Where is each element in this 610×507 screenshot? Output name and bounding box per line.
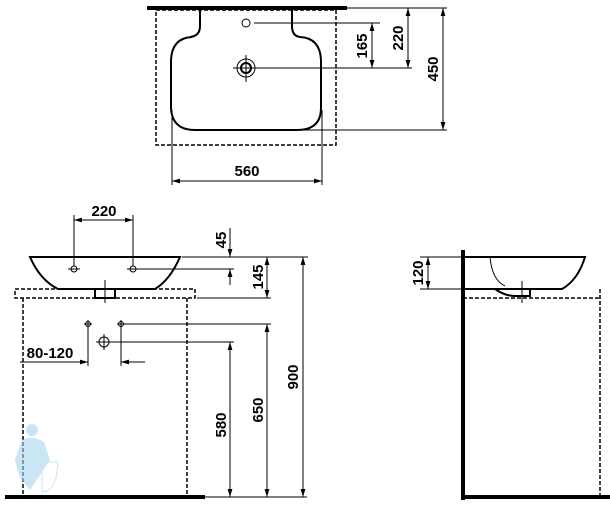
dim-label: 145 (250, 264, 267, 289)
drain (233, 55, 259, 82)
basin-outline (170, 10, 322, 131)
dim-label: 120 (410, 260, 427, 285)
dim-label: 650 (250, 397, 267, 422)
supply-holes (84, 320, 125, 350)
basin-side (463, 256, 587, 290)
dim-label: 560 (234, 163, 259, 180)
top-view: 165 220 450 560 (147, 6, 447, 185)
cabinet-outline (155, 9, 337, 146)
dim-label: 450 (425, 56, 442, 81)
dim-label: 80-120 (27, 345, 74, 362)
side-view: 120 (410, 250, 610, 500)
dim-label: 580 (213, 412, 230, 437)
tap-holes (68, 265, 139, 273)
tap-hole (241, 18, 251, 28)
watermark-logo (15, 424, 59, 493)
dim-label: 220 (91, 203, 116, 220)
front-view: 220 45 145 900 80-120 650 580 (5, 203, 308, 499)
dim-label: 165 (354, 33, 371, 58)
dim-label: 45 (213, 232, 230, 249)
dim-label: 900 (285, 364, 302, 389)
dim-label: 220 (390, 25, 407, 50)
